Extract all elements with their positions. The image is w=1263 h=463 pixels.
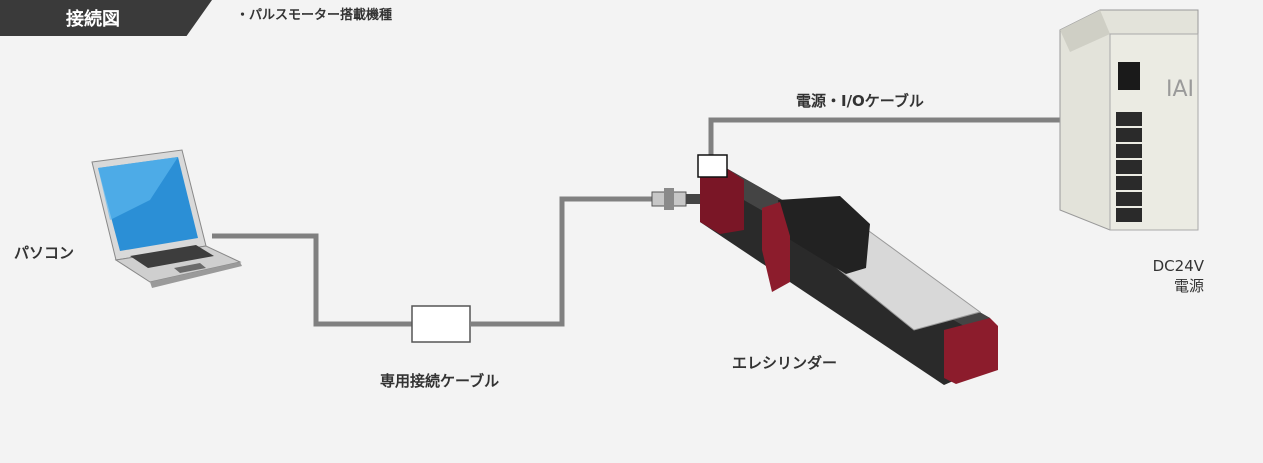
pc-label: パソコン	[14, 244, 75, 262]
power-io-cable	[708, 117, 1120, 172]
dedicated-cable-label: 専用接続ケーブル	[380, 372, 500, 390]
laptop-icon	[91, 149, 242, 288]
terminal-block	[1116, 112, 1142, 222]
power-io-cable-label: 電源・I/Oケーブル	[796, 92, 924, 110]
power-supply-voltage: DC24V	[1152, 257, 1204, 275]
power-supply-logo: IAI	[1166, 77, 1194, 102]
diagram-title-tab: 接続図	[0, 0, 212, 36]
diagram-title: 接続図	[66, 9, 120, 30]
power-supply-name: 電源	[1173, 277, 1204, 295]
pc-cable	[212, 233, 412, 327]
actuator-cable	[470, 196, 652, 327]
power-supply-device: IAI	[1059, 9, 1199, 231]
actuator-device	[651, 154, 998, 385]
diagram-subtitle: ・パルスモーター搭載機種	[236, 8, 393, 23]
dedicated-cable-box	[411, 305, 471, 343]
power-supply-label: DC24V 電源	[1120, 256, 1204, 296]
actuator-label: エレシリンダー	[732, 354, 838, 372]
